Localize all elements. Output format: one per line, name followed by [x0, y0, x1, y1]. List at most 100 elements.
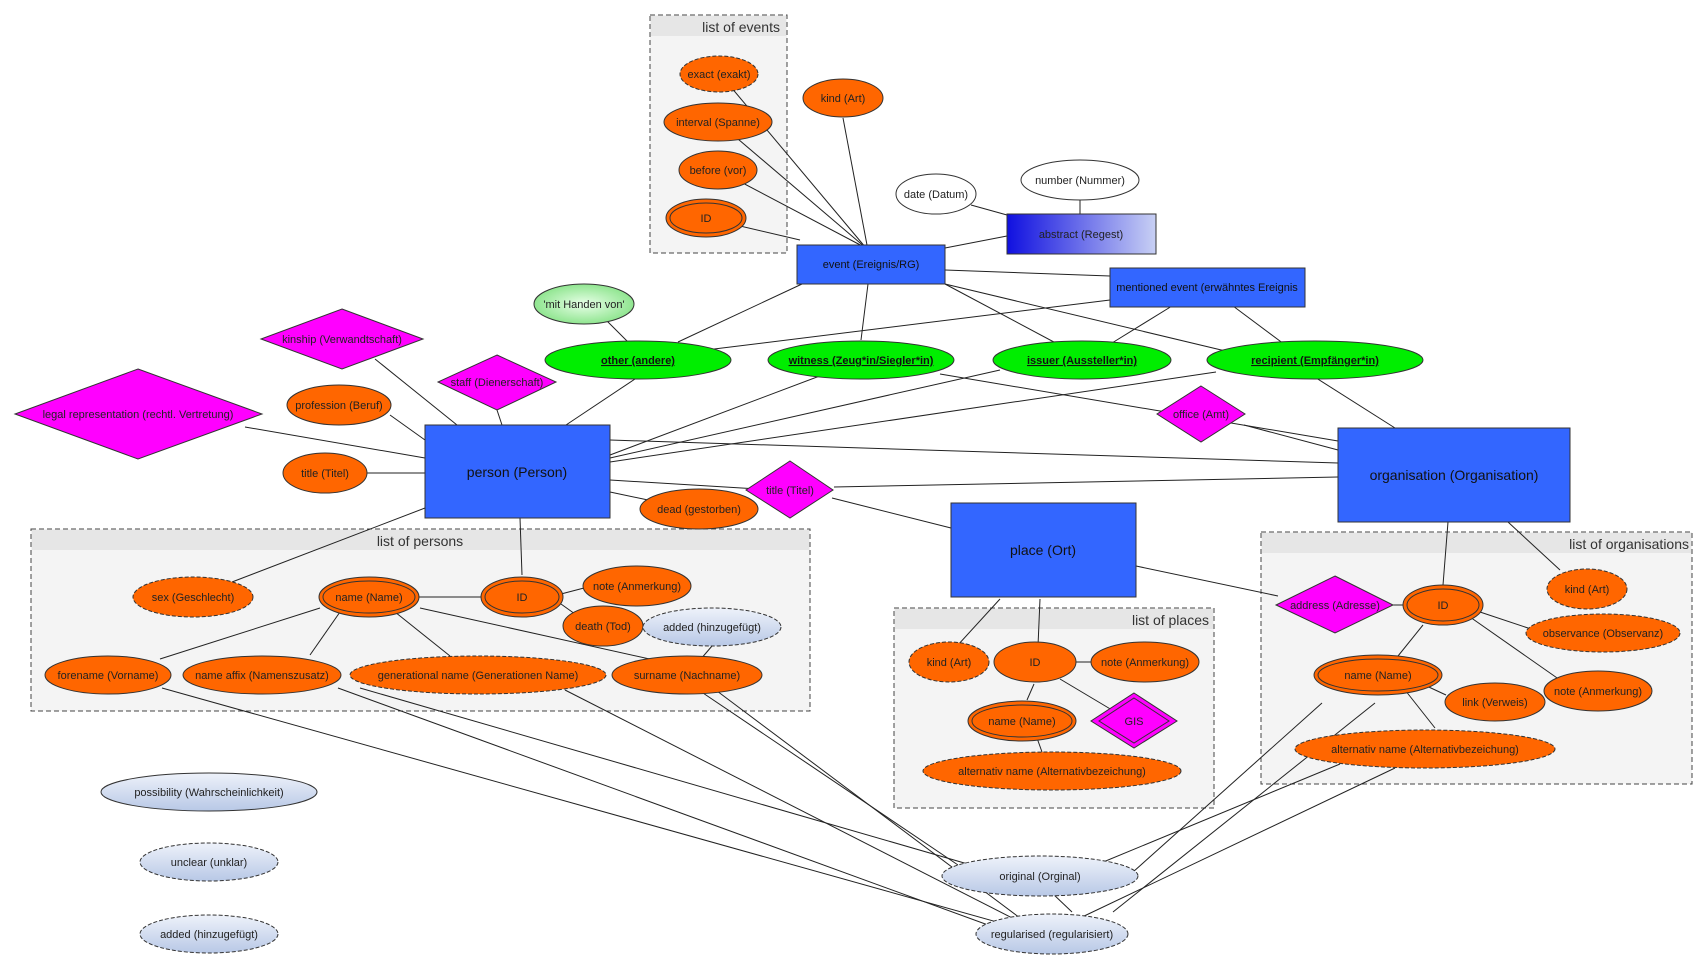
attr-interval[interactable]: interval (Spanne): [663, 102, 773, 142]
svg-text:place (Ort): place (Ort): [1010, 542, 1076, 558]
attr-exact[interactable]: exact (exakt): [679, 55, 759, 93]
role-other[interactable]: other (andere): [544, 340, 732, 380]
attr-org-link[interactable]: link (Verweis): [1444, 682, 1546, 722]
svg-text:kind (Art): kind (Art): [821, 93, 866, 105]
group-title-places: list of places: [1132, 612, 1209, 628]
attr-place-name[interactable]: name (Name): [967, 700, 1077, 742]
attr-observance[interactable]: observance (Observanz): [1525, 613, 1681, 653]
attr-number[interactable]: number (Nummer): [1020, 159, 1140, 201]
attr-before[interactable]: before (vor): [678, 150, 758, 190]
svg-text:event (Ereignis/RG): event (Ereignis/RG): [823, 259, 920, 271]
attr-person-note[interactable]: note (Anmerkung): [582, 565, 692, 607]
svg-text:unclear (unklar): unclear (unklar): [171, 857, 247, 869]
svg-text:surname (Nachname): surname (Nachname): [634, 670, 740, 682]
role-mit-handen[interactable]: 'mit Handen von': [533, 283, 635, 325]
attr-person-id[interactable]: ID: [480, 576, 564, 618]
svg-text:kinship (Verwandtschaft): kinship (Verwandtschaft): [282, 334, 402, 346]
svg-text:abstract (Regest): abstract (Regest): [1039, 229, 1123, 241]
relation-legal-representation[interactable]: legal representation (rechtl. Vertretung…: [13, 368, 264, 460]
attr-org-id[interactable]: ID: [1402, 584, 1484, 626]
attr-surname[interactable]: surname (Nachname): [611, 655, 763, 695]
svg-text:mentioned event (erwähntes Ere: mentioned event (erwähntes Ereignis: [1116, 282, 1298, 294]
svg-text:note (Anmerkung): note (Anmerkung): [593, 581, 681, 593]
attr-dead[interactable]: dead (gestorben): [639, 488, 759, 530]
svg-text:alternativ name (Alternativbez: alternativ name (Alternativbezeichung): [958, 766, 1146, 778]
attr-person-name[interactable]: name (Name): [318, 576, 420, 618]
legend-added: added (hinzugefügt): [139, 914, 279, 954]
role-witness[interactable]: witness (Zeug*in/Siegler*in): [767, 340, 955, 380]
svg-text:witness (Zeug*in/Siegler*in): witness (Zeug*in/Siegler*in): [788, 355, 934, 367]
entity-event[interactable]: event (Ereignis/RG): [796, 244, 946, 285]
group-title-events: list of events: [702, 19, 780, 35]
attr-place-alt-name[interactable]: alternativ name (Alternativbezeichung): [922, 751, 1182, 791]
attr-forename[interactable]: forename (Vorname): [44, 655, 172, 695]
svg-text:ID: ID: [1438, 600, 1449, 612]
svg-text:before (vor): before (vor): [690, 165, 747, 177]
entity-person[interactable]: person (Person): [424, 424, 611, 519]
relation-address[interactable]: address (Adresse): [1274, 575, 1395, 634]
svg-text:ID: ID: [1030, 657, 1041, 669]
attr-person-title[interactable]: title (Titel): [282, 452, 368, 494]
node-regularised[interactable]: regularised (regularisiert): [975, 913, 1129, 955]
attr-org-alt-name[interactable]: alternativ name (Alternativbezeichung): [1294, 729, 1556, 769]
role-recipient[interactable]: recipient (Empfänger*in): [1206, 340, 1424, 380]
attr-org-kind[interactable]: kind (Art): [1546, 568, 1628, 610]
svg-text:title (Titel): title (Titel): [766, 485, 814, 497]
legend-unclear: unclear (unklar): [139, 842, 279, 882]
legend-possibility: possibility (Wahrscheinlichkeit): [100, 772, 318, 812]
attr-place-kind[interactable]: kind (Art): [908, 641, 990, 683]
node-original[interactable]: original (Orginal): [941, 855, 1139, 897]
svg-text:dead (gestorben): dead (gestorben): [657, 504, 741, 516]
attr-sex[interactable]: sex (Geschlecht): [132, 576, 254, 618]
attr-org-note[interactable]: note (Anmerkung): [1543, 670, 1653, 712]
svg-text:possibility (Wahrscheinlichkei: possibility (Wahrscheinlichkeit): [134, 787, 283, 799]
attr-name-affix[interactable]: name affix (Namenszusatz): [182, 655, 342, 695]
relation-office[interactable]: office (Amt): [1156, 385, 1246, 443]
role-issuer[interactable]: issuer (Aussteller*in): [992, 340, 1172, 380]
attr-place-id[interactable]: ID: [993, 641, 1077, 683]
svg-text:note (Anmerkung): note (Anmerkung): [1554, 686, 1642, 698]
entity-abstract[interactable]: abstract (Regest): [1006, 213, 1157, 255]
svg-text:recipient (Empfänger*in): recipient (Empfänger*in): [1251, 355, 1379, 367]
entity-mentioned-event[interactable]: mentioned event (erwähntes Ereignis: [1109, 267, 1306, 308]
svg-text:kind (Art): kind (Art): [927, 657, 972, 669]
svg-text:organisation (Organisation): organisation (Organisation): [1370, 467, 1539, 483]
svg-text:alternativ name (Alternativbez: alternativ name (Alternativbezeichung): [1331, 744, 1519, 756]
svg-text:address (Adresse): address (Adresse): [1290, 600, 1380, 612]
svg-text:name (Name): name (Name): [1344, 670, 1411, 682]
relation-title[interactable]: title (Titel): [745, 460, 834, 519]
svg-text:person (Person): person (Person): [467, 464, 567, 480]
svg-text:number (Nummer): number (Nummer): [1035, 175, 1125, 187]
attr-generational-name[interactable]: generational name (Generationen Name): [349, 655, 607, 695]
svg-text:death (Tod): death (Tod): [575, 621, 631, 633]
svg-text:link (Verweis): link (Verweis): [1462, 697, 1527, 709]
attr-org-name[interactable]: name (Name): [1313, 654, 1443, 696]
svg-text:office (Amt): office (Amt): [1173, 409, 1229, 421]
attr-death[interactable]: death (Tod): [562, 605, 644, 647]
svg-text:kind (Art): kind (Art): [1565, 584, 1610, 596]
attr-date[interactable]: date (Datum): [895, 173, 977, 215]
svg-text:exact (exakt): exact (exakt): [688, 69, 751, 81]
attr-event-id[interactable]: ID: [665, 198, 747, 238]
svg-text:name affix (Namenszusatz): name affix (Namenszusatz): [195, 670, 329, 682]
entity-organisation[interactable]: organisation (Organisation): [1337, 427, 1571, 523]
connector-lines: [159, 73, 1561, 934]
attr-event-kind[interactable]: kind (Art): [802, 78, 884, 118]
svg-text:added (hinzugefügt): added (hinzugefügt): [663, 622, 761, 634]
attr-place-note[interactable]: note (Anmerkung): [1090, 641, 1200, 683]
svg-text:GIS: GIS: [1125, 716, 1144, 728]
entity-place[interactable]: place (Ort): [950, 502, 1137, 598]
attr-profession[interactable]: profession (Beruf): [286, 384, 392, 426]
svg-text:sex (Geschlecht): sex (Geschlecht): [152, 592, 235, 604]
group-title-organisations: list of organisations: [1569, 536, 1689, 552]
svg-text:added (hinzugefügt): added (hinzugefügt): [160, 929, 258, 941]
svg-text:staff (Dienerschaft): staff (Dienerschaft): [451, 377, 544, 389]
relation-staff[interactable]: staff (Dienerschaft): [436, 354, 558, 411]
relation-kinship[interactable]: kinship (Verwandtschaft): [259, 308, 425, 370]
relation-gis[interactable]: GIS: [1090, 692, 1178, 749]
attr-person-added[interactable]: added (hinzugefügt): [642, 607, 782, 647]
svg-text:ID: ID: [517, 592, 528, 604]
svg-text:other (andere): other (andere): [601, 355, 675, 367]
svg-text:note (Anmerkung): note (Anmerkung): [1101, 657, 1189, 669]
svg-text:title (Titel): title (Titel): [301, 468, 349, 480]
